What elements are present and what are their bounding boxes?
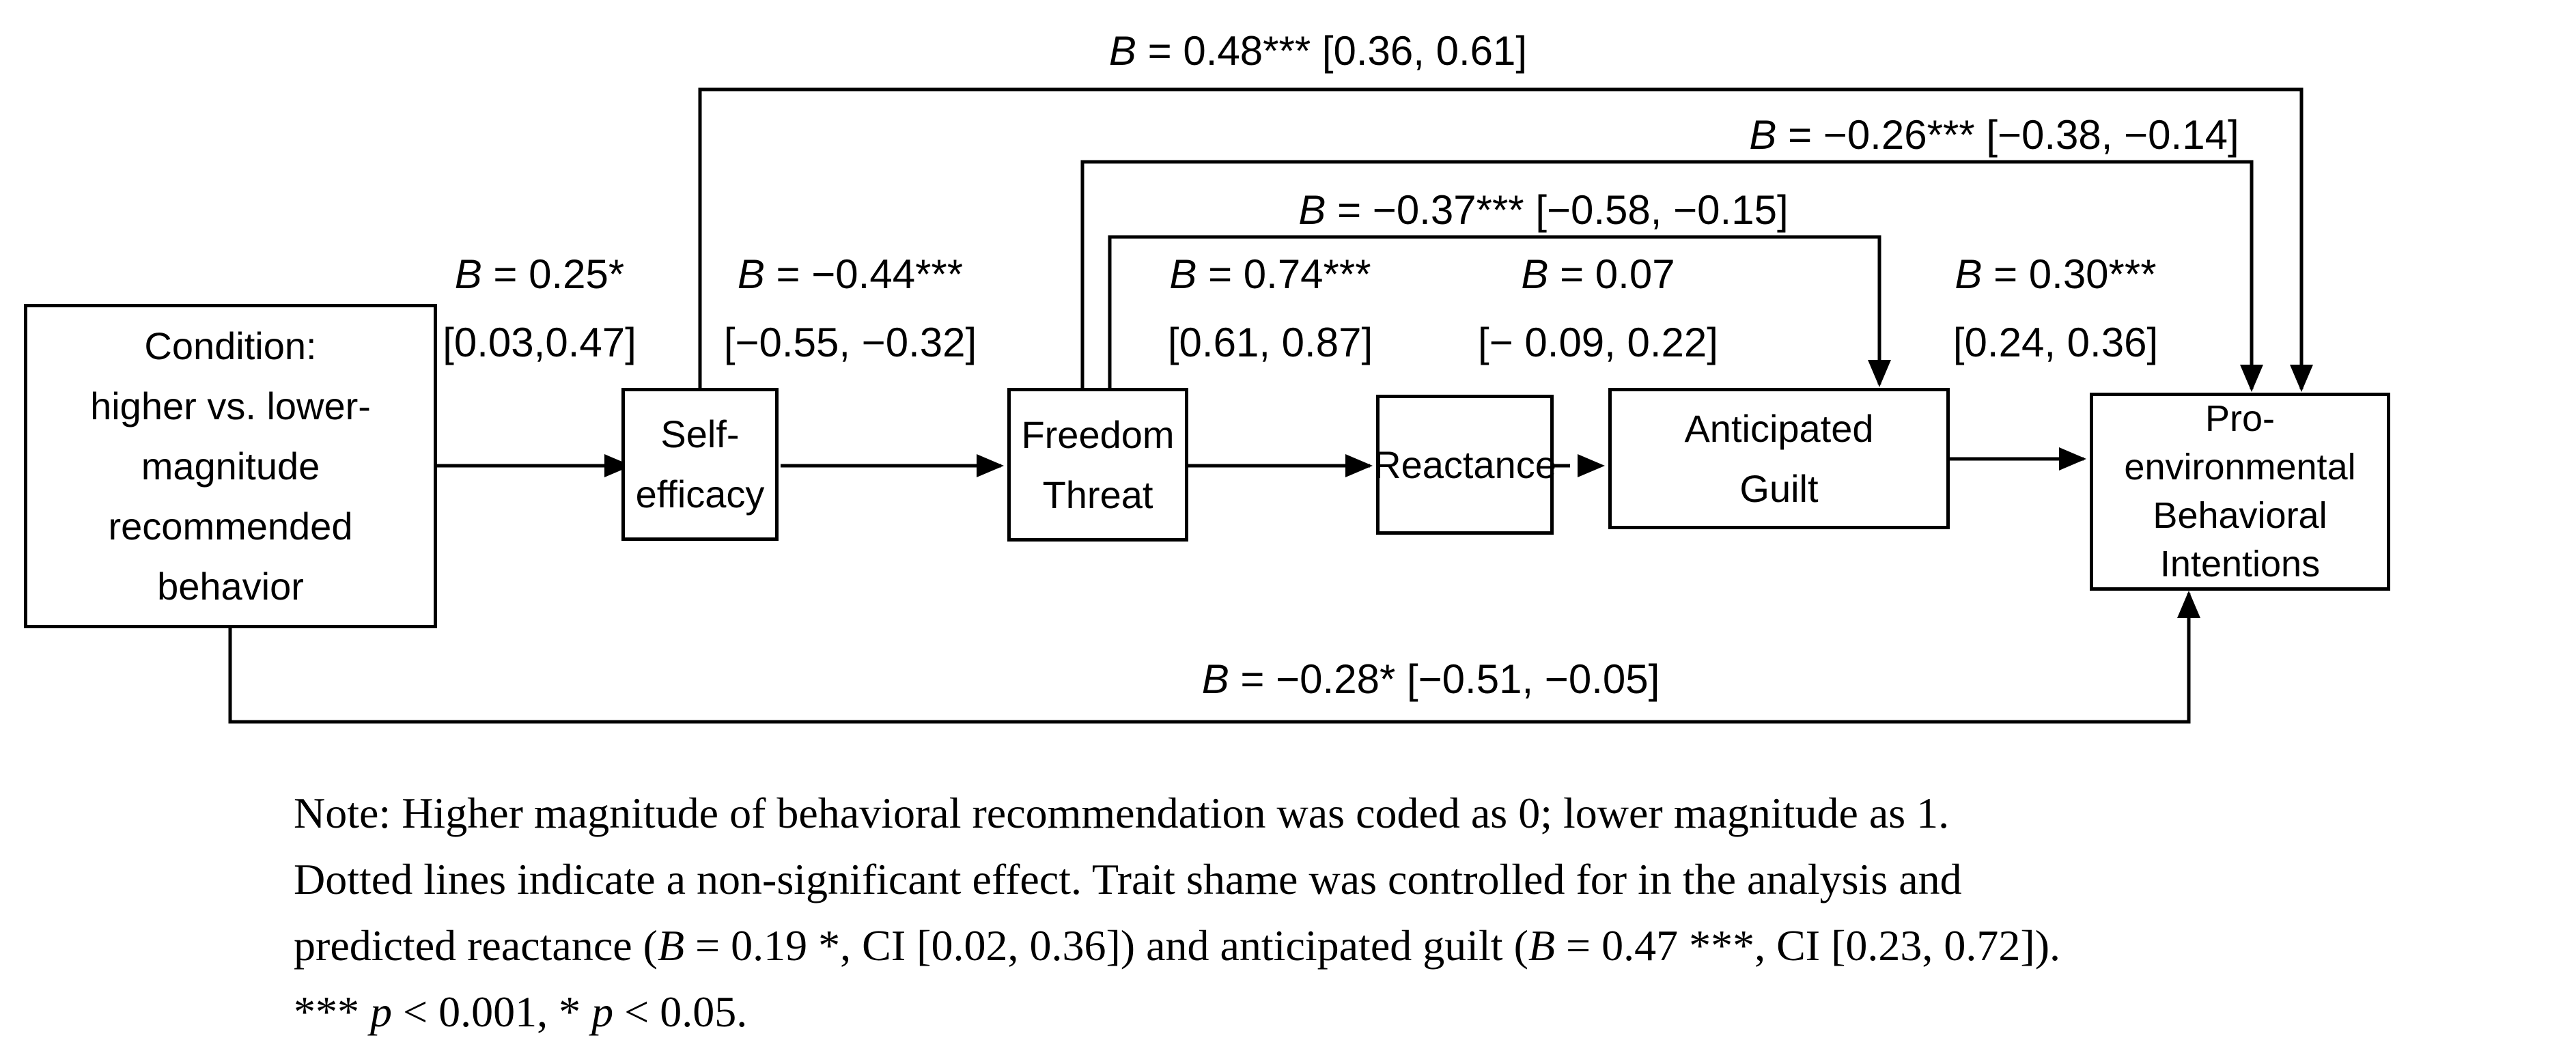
node-condition: Condition: higher vs. lower- magnitude r… — [24, 304, 437, 628]
node-reactance: Reactance — [1373, 395, 1556, 535]
note-line-3: predicted reactance (B = 0.19 *, CI [0.0… — [294, 921, 2060, 970]
label-condition-to-pro-environmental: B = −0.28* [−0.51, −0.05] — [1201, 656, 1660, 702]
note-line-2: Dotted lines indicate a non-significant … — [294, 855, 1962, 903]
node-pro-environmental-behavioral-intentions: Pro- environmental Behavioral Intentions — [2090, 393, 2390, 591]
label-condition-to-self-efficacy: B = 0.25* [0.03,0.47] — [443, 251, 636, 365]
label-freedom-threat-to-anticipated-guilt: B = −0.37*** [−0.58, −0.15] — [1298, 187, 1789, 233]
node-anticipated-guilt: Anticipated Guilt — [1608, 388, 1950, 529]
arrow-freedom-threat-to-pro-environmental — [1080, 160, 2263, 392]
note-line-4: *** p < 0.001, * p < 0.05. — [294, 987, 748, 1036]
arrow-self-efficacy-to-pro-environmental — [698, 87, 2313, 392]
label-anticipated-guilt-to-pro-environmental: B = 0.30*** [0.24, 0.36] — [1952, 251, 2159, 365]
arrow-condition-to-pro-environmental — [228, 591, 2200, 724]
label-freedom-threat-to-pro-environmental: B = −0.26*** [−0.38, −0.14] — [1749, 112, 2239, 158]
label-freedom-threat-to-reactance: B = 0.74*** [0.61, 0.87] — [1167, 251, 1373, 365]
node-freedom-threat: Freedom Threat — [1007, 388, 1188, 542]
label-reactance-to-anticipated-guilt: B = 0.07 [− 0.09, 0.22] — [1478, 251, 1718, 365]
label-self-efficacy-to-pro-environmental: B = 0.48*** [0.36, 0.61] — [1108, 28, 1528, 74]
label-self-efficacy-to-freedom-threat: B = −0.44*** [−0.55, −0.32] — [723, 251, 977, 365]
note-line-1: Note: Higher magnitude of behavioral rec… — [294, 789, 1950, 837]
node-self-efficacy: Self- efficacy — [621, 388, 779, 541]
figure-note: Note: Higher magnitude of behavioral rec… — [294, 780, 2397, 1045]
arrow-freedom-threat-to-anticipated-guilt — [1108, 235, 1891, 388]
